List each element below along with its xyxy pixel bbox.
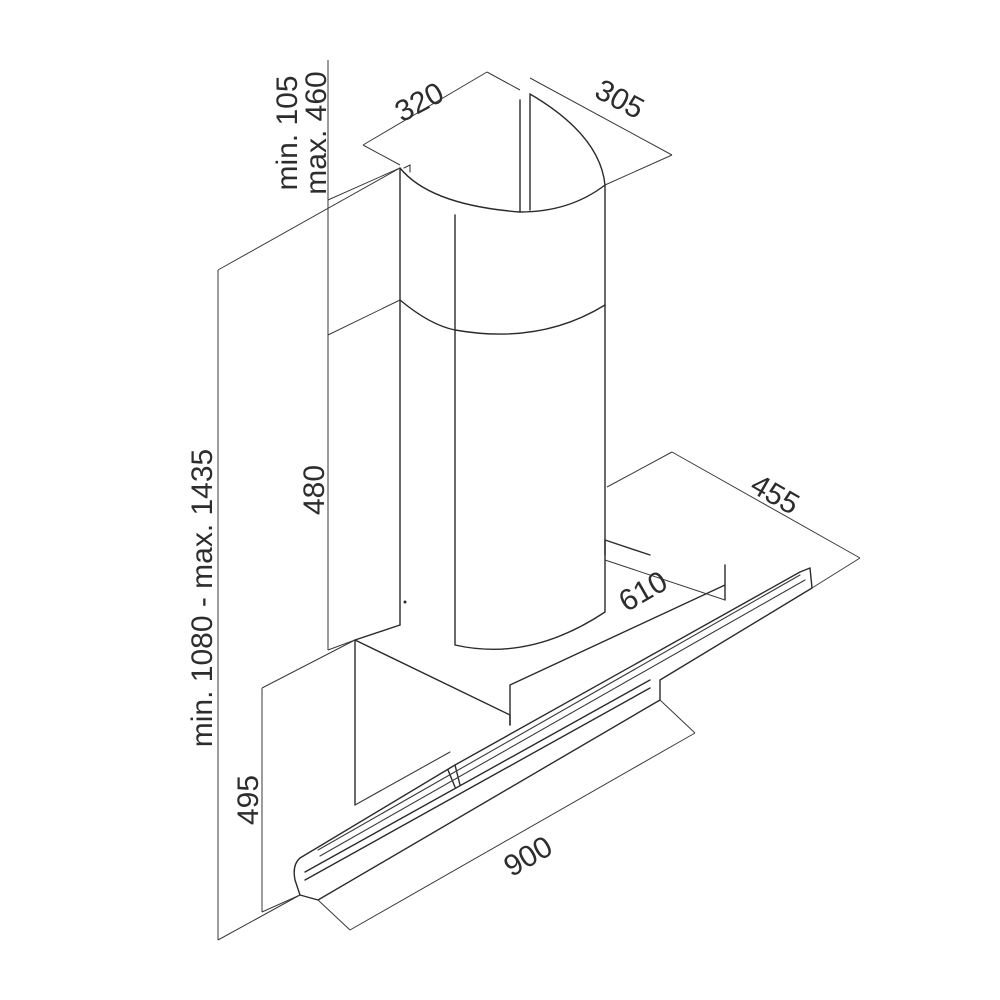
chimney-top-section [399, 93, 606, 306]
label-height-range: min. 1080 - max. 1435 [186, 449, 219, 748]
dim-extension-line [327, 60, 401, 336]
chimney-joint [399, 299, 606, 335]
label-body-height: 495 [232, 775, 265, 825]
label-extension-max: max. 460 [300, 71, 333, 194]
dim-chimney-width-line [362, 71, 521, 166]
dim-chimney-depth-line [529, 77, 673, 186]
dim-hood-depth-line [606, 451, 861, 589]
dim-inner-width-line [604, 559, 726, 601]
label-extension-min: min. 105 [271, 75, 304, 190]
label-chimney-depth: 305 [590, 73, 650, 126]
dimension-labels: min. 1080 - max. 1435 min. 105 max. 460 … [186, 71, 805, 883]
label-hood-depth: 455 [745, 468, 805, 522]
chimney-bottom-section [399, 214, 606, 650]
label-chimney-height: 480 [298, 465, 331, 515]
hood-outline [293, 93, 813, 901]
dim-hood-width-line [317, 699, 696, 931]
dim-chimney-height-line [327, 335, 356, 651]
dimension-lines [217, 60, 861, 941]
dim-body-height-line [261, 639, 356, 913]
canopy-top-edges [317, 574, 806, 857]
glass-panel [454, 564, 813, 766]
motor-body [354, 539, 651, 806]
dim-overall-height-line [217, 167, 401, 941]
chimney-screw [403, 600, 407, 604]
chimney-top-tab [403, 164, 411, 173]
label-inner-width: 610 [613, 565, 673, 619]
label-hood-width: 900 [498, 830, 558, 884]
label-chimney-width: 320 [390, 76, 450, 129]
canopy-bar [293, 587, 813, 901]
